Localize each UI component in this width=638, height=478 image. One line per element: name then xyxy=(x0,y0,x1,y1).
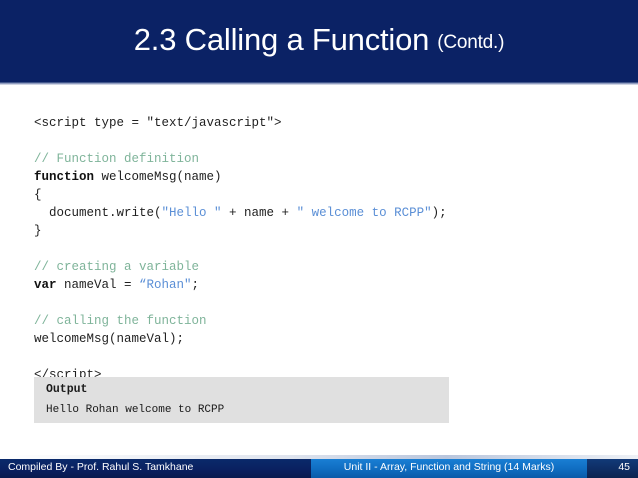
code-line: var nameVal = “Rohan"; xyxy=(34,276,594,294)
slide-header xyxy=(0,0,638,82)
page-title-contd: (Contd.) xyxy=(437,32,505,53)
code-token-comment: // Function definition xyxy=(34,152,200,166)
code-line: // creating a variable xyxy=(34,258,594,276)
code-token-plain: ; xyxy=(191,278,200,292)
code-token-plain: <script type = "text/javascript"> xyxy=(34,116,282,130)
code-listing: <script type = "text/javascript"> // Fun… xyxy=(34,114,594,384)
page-title: 2.3 Calling a Function (Contd.) xyxy=(0,20,638,65)
output-panel-text: Hello Rohan welcome to RCPP xyxy=(46,404,225,416)
code-line xyxy=(34,294,594,312)
code-line: welcomeMsg(nameVal); xyxy=(34,330,594,348)
footer-page-section: 45 xyxy=(587,459,638,478)
code-line xyxy=(34,132,594,150)
code-token-plain: welcomeMsg(nameVal); xyxy=(34,332,185,346)
code-token-kw: var xyxy=(34,278,57,292)
code-line: } xyxy=(34,222,594,240)
code-token-comment: // calling the function xyxy=(34,314,207,328)
page-title-main: 2.3 Calling a Function xyxy=(133,22,430,57)
code-line: document.write("Hello " + name + " welco… xyxy=(34,204,594,222)
footer-unit-section: Unit II - Array, Function and String (14… xyxy=(311,459,587,478)
code-line xyxy=(34,348,594,366)
output-panel: Output Hello Rohan welcome to RCPP xyxy=(34,377,449,423)
footer-author-section: Compiled By - Prof. Rahul S. Tamkhane xyxy=(0,459,311,478)
footer-page-number: 45 xyxy=(618,461,630,473)
code-line: <script type = "text/javascript"> xyxy=(34,114,594,132)
slide-footer: Compiled By - Prof. Rahul S. Tamkhane Un… xyxy=(0,455,638,478)
code-token-str: “Rohan" xyxy=(139,278,192,292)
footer-author-label: Compiled By - Prof. Rahul S. Tamkhane xyxy=(8,461,194,473)
code-token-plain: welcomeMsg(name) xyxy=(94,170,222,184)
code-line: // Function definition xyxy=(34,150,594,168)
code-token-plain: nameVal = xyxy=(56,278,140,292)
footer-unit-label: Unit II - Array, Function and String (14… xyxy=(343,461,555,473)
footer-top-edge xyxy=(0,455,638,459)
code-token-plain: document.write( xyxy=(34,206,162,220)
code-line: // calling the function xyxy=(34,312,594,330)
code-line: function welcomeMsg(name) xyxy=(34,168,594,186)
code-line xyxy=(34,240,594,258)
header-divider xyxy=(0,82,638,85)
code-token-plain: { xyxy=(34,188,42,202)
code-token-str: "Hello " xyxy=(161,206,222,220)
code-token-plain: + name + xyxy=(221,206,297,220)
code-token-plain: ); xyxy=(431,206,447,220)
code-token-str: " welcome to RCPP" xyxy=(296,206,432,220)
code-line: { xyxy=(34,186,594,204)
code-token-kw: function xyxy=(34,170,95,184)
code-token-comment: // creating a variable xyxy=(34,260,200,274)
code-token-plain: } xyxy=(34,224,42,238)
output-panel-title: Output xyxy=(46,383,88,396)
